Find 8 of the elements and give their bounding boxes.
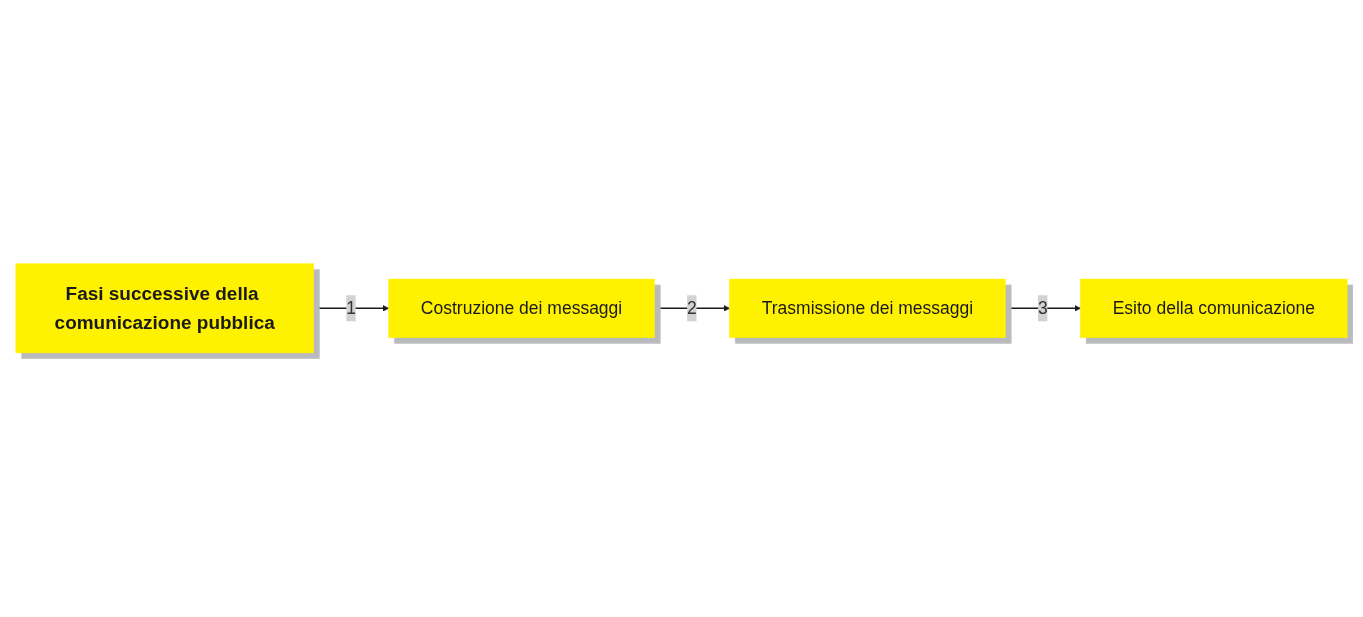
edge-label: 1: [346, 298, 356, 318]
node-box: Fasi successive della comunicazione pubblica: [15, 263, 314, 354]
node-box: Costruzione dei messaggi: [388, 278, 655, 339]
node-box: Esito della comunicazione: [1080, 278, 1348, 339]
node-box: Trasmissione dei messaggi: [729, 278, 1006, 339]
arrow: [1004, 305, 1081, 312]
edge-label: 2: [687, 298, 697, 318]
edge-label: 3: [1038, 298, 1048, 318]
